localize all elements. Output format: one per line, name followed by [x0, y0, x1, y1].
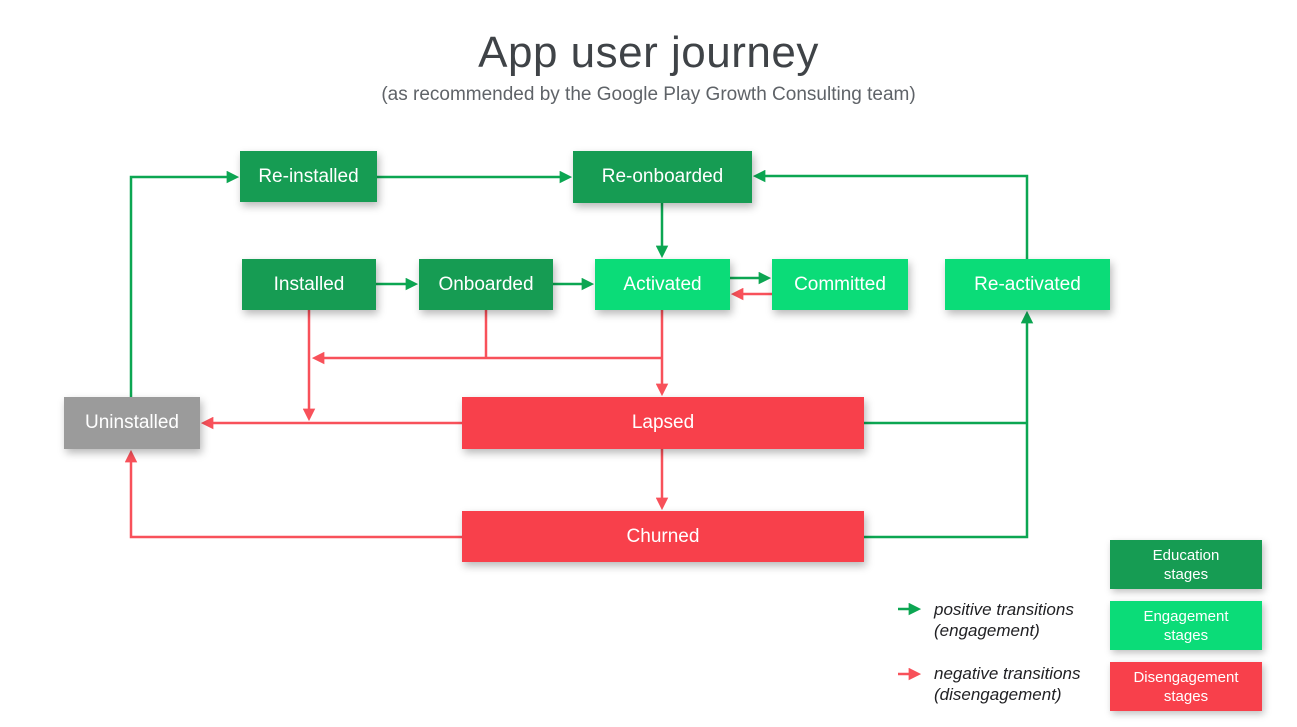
page-subtitle: (as recommended by the Google Play Growt… — [381, 84, 916, 105]
legend-negative-line1: negative transitions — [934, 664, 1081, 683]
legend-disengagement-stages: Disengagement stages — [1110, 662, 1262, 711]
node-churned: Churned — [462, 511, 864, 562]
arrow-reactivated-to-reonboarded — [752, 169, 1029, 259]
node-onboarded: Onboarded — [419, 259, 553, 310]
legend-box-line1: Education — [1152, 546, 1220, 564]
arrow-churned-to-uninstalled — [124, 449, 462, 539]
node-re-onboarded: Re-onboarded — [573, 151, 752, 203]
legend-positive-line2: (engagement) — [934, 621, 1040, 640]
node-label: Churned — [626, 525, 700, 547]
node-label: Re-activated — [974, 273, 1081, 295]
legend-positive-line1: positive transitions — [934, 600, 1074, 619]
legend-education-stages: Education stages — [1110, 540, 1262, 589]
node-installed: Installed — [242, 259, 376, 310]
legend-box-line1: Disengagement — [1133, 668, 1239, 686]
node-re-installed: Re-installed — [240, 151, 377, 202]
legend-box-line2: stages — [1163, 687, 1209, 705]
arrow-churned-to-reactivated — [864, 310, 1034, 539]
node-label: Re-onboarded — [601, 166, 724, 187]
node-activated: Activated — [595, 259, 730, 310]
node-label: Lapsed — [631, 412, 695, 433]
page-title: App user journey — [478, 28, 819, 77]
legend-negative-transitions: negative transitions (disengagement) — [934, 663, 1080, 705]
node-re-activated: Re-activated — [945, 259, 1110, 310]
node-label: Onboarded — [438, 273, 534, 295]
legend-box-line2: stages — [1163, 626, 1209, 644]
legend-positive-transitions: positive transitions (engagement) — [934, 599, 1074, 641]
legend-box-line2: stages — [1163, 565, 1209, 583]
node-label: Re-installed — [258, 165, 359, 187]
node-committed: Committed — [772, 259, 908, 310]
legend-engagement-stages: Engagement stages — [1110, 601, 1262, 650]
legend-box-line1: Engagement — [1143, 607, 1229, 625]
node-uninstalled: Uninstalled — [64, 397, 200, 449]
node-label: Committed — [794, 273, 886, 295]
legend-negative-line2: (disengagement) — [934, 685, 1062, 704]
arrow-uninstalled-to-reinstalled — [129, 170, 240, 397]
diagram-header: App user journey (as recommended by the … — [0, 0, 1297, 106]
node-label: Uninstalled — [85, 412, 179, 433]
node-lapsed: Lapsed — [462, 397, 864, 449]
node-label: Installed — [273, 273, 345, 295]
node-label: Activated — [623, 273, 702, 295]
